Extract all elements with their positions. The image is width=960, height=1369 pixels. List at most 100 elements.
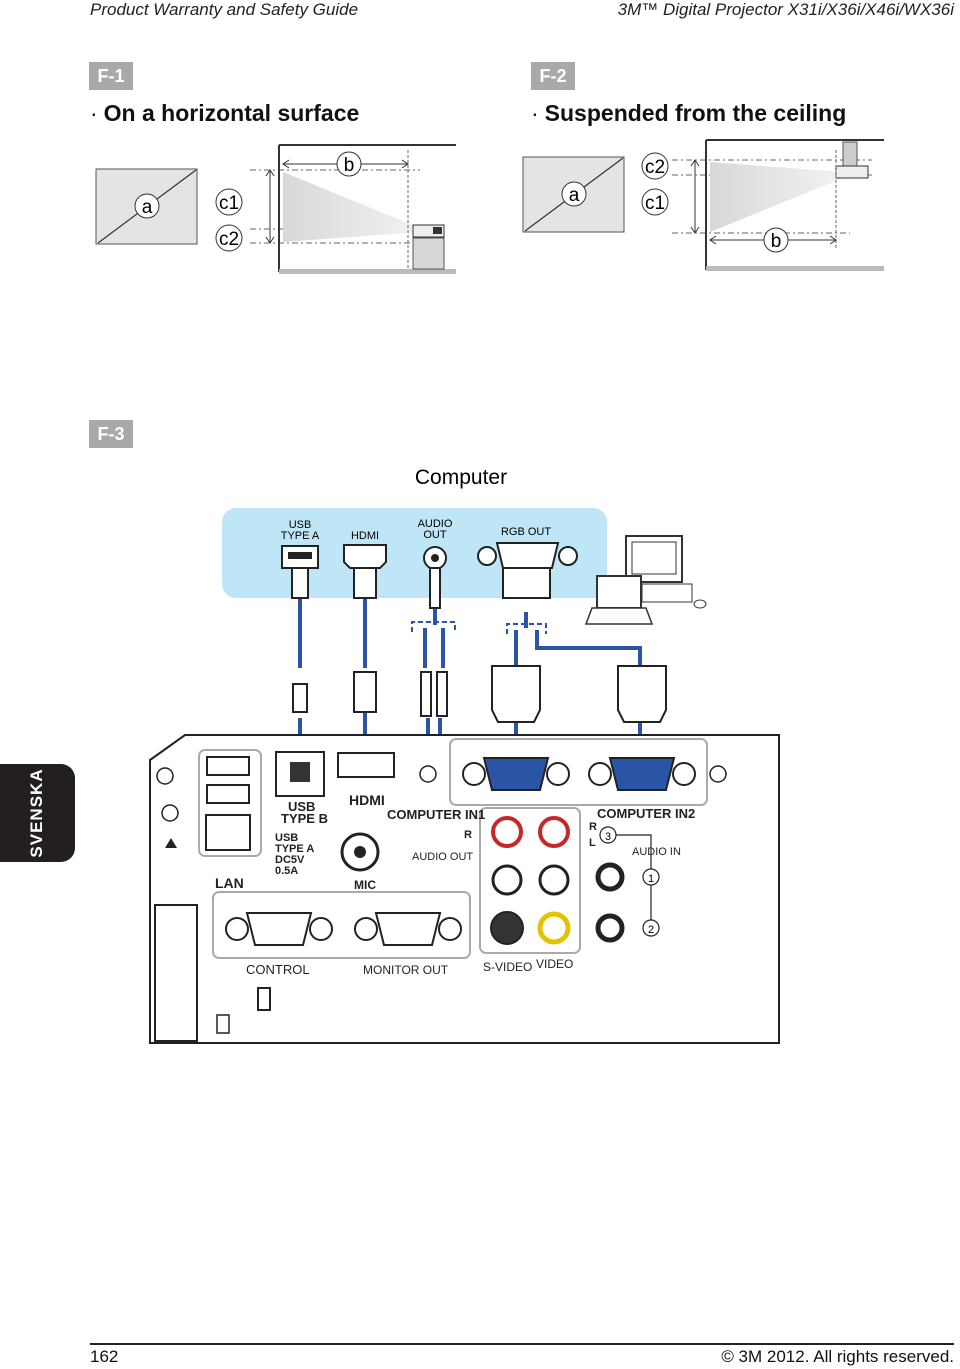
in1-screw-left	[462, 762, 486, 786]
computer-in1-label: COMPUTER IN1	[387, 807, 485, 822]
panel-foot	[154, 904, 198, 1042]
lan-port	[205, 814, 251, 851]
f2-mount	[842, 141, 858, 167]
computer-in2-port	[608, 757, 676, 791]
computer-rgb-port	[495, 542, 560, 569]
rgb-plug-in1	[491, 665, 541, 723]
usb-a-port-2	[206, 784, 250, 804]
audio-plug-right	[436, 671, 448, 717]
in3-label: 3	[605, 831, 611, 843]
audio-out-r-jack	[491, 816, 523, 848]
computer-audio-label-2: OUT	[423, 529, 447, 541]
f2-label-a: a	[569, 185, 580, 206]
r-label-2: R	[589, 821, 597, 833]
screw-icon-3	[419, 765, 437, 783]
control-screw-left	[225, 917, 249, 941]
screw-icon-1	[156, 767, 174, 785]
computer-in-group	[449, 738, 708, 806]
f1-projector-lens	[433, 227, 442, 234]
dc5v-label: DC5V	[275, 854, 305, 866]
l-label: L	[589, 837, 596, 849]
monitor-out-label: MONITOR OUT	[363, 963, 449, 977]
language-tab-label: SVENSKA	[27, 768, 46, 858]
warning-triangle-icon	[165, 838, 177, 848]
audio-in1-jack	[595, 862, 625, 892]
r-label-1: R	[464, 829, 472, 841]
page-number: 162	[90, 1347, 119, 1366]
in2-label: 2	[648, 924, 654, 936]
computer-title: Computer	[415, 466, 507, 489]
hdmi-label: HDMI	[349, 792, 385, 808]
cable-connectors	[291, 567, 667, 723]
audio-in-numbers	[599, 826, 660, 937]
control-monitor-group	[212, 891, 471, 959]
f1-table	[412, 237, 445, 270]
f1-label-c2: c2	[219, 229, 239, 250]
rgb-plug-in2	[617, 665, 667, 723]
usb-a-port-1	[206, 756, 250, 776]
audio-plug-top	[429, 567, 441, 609]
usb-b-label-1: USB	[288, 799, 315, 814]
screw-icon-4	[709, 765, 727, 783]
control-label: CONTROL	[246, 962, 310, 977]
rgb-split	[506, 623, 547, 634]
f2-beam	[710, 162, 843, 232]
computer-in1-port	[482, 757, 550, 791]
screw-icon-2	[161, 804, 179, 822]
in2-screw-right	[672, 762, 696, 786]
f2-title-text: Suspended from the ceiling	[544, 100, 847, 126]
laptop-base	[584, 607, 654, 625]
laptop-screen	[596, 575, 642, 609]
hdmi-port	[337, 752, 395, 778]
av-group	[479, 807, 581, 954]
f2-circle-c1	[641, 188, 669, 216]
f2-label-b: b	[771, 231, 782, 252]
computer-usb-label-1: USB	[289, 519, 312, 531]
usb-a-plug	[291, 567, 309, 599]
usb-b-plug	[292, 683, 308, 713]
desktop-tower	[641, 583, 693, 603]
amp-label: 0.5A	[275, 865, 298, 877]
f1-title-text: On a horizontal surface	[103, 100, 360, 126]
header-product-title: 3M™ Digital Projector X31i/X36i/X46i/WX3…	[617, 0, 954, 19]
usb-b-port-center	[290, 762, 310, 782]
f1-label-c1: c1	[219, 193, 239, 214]
figure-tag-f2: F-2	[531, 62, 575, 90]
f2-circle-c2	[641, 152, 669, 180]
monitor-out-screw-right	[438, 917, 462, 941]
f1-b-arrows	[282, 159, 409, 169]
projector-labels: USB TYPE B HDMI COMPUTER IN1 COMPUTER IN…	[215, 792, 695, 977]
f2-circle-a	[561, 181, 587, 207]
audio-out-l-jack	[491, 864, 523, 896]
audio-split	[411, 621, 456, 632]
security-slot	[257, 987, 271, 1011]
monitor-out-port	[374, 912, 442, 946]
video-jack	[537, 911, 571, 945]
lan-label: LAN	[215, 875, 244, 891]
usb-lan-group	[198, 749, 262, 857]
usb-a-label-1: USB	[275, 832, 298, 844]
computer-rgb-label: RGB OUT	[501, 526, 551, 538]
computer-usb-label-2: TYPE A	[281, 530, 320, 542]
computer-hdmi-port	[343, 544, 387, 569]
f1-circle-c2	[215, 224, 243, 252]
audio-in-r-jack	[538, 816, 570, 848]
figure-tag-f1: F-1	[89, 62, 133, 90]
computer-rgb-screw-left	[477, 546, 497, 566]
f2-diagram: a c2 c1 b	[522, 139, 884, 271]
computer-hdmi-label: HDMI	[351, 530, 379, 542]
f1-circle-b	[336, 151, 362, 177]
hdmi-plug-bottom	[353, 671, 377, 713]
f1-label-a: a	[142, 197, 153, 218]
hdmi-plug-top	[353, 567, 377, 599]
computer-audio-port-hole	[431, 554, 439, 562]
desktop-screen	[631, 541, 677, 575]
figure-tag-f3: F-3	[89, 420, 133, 448]
in2-screw-left	[588, 762, 612, 786]
f1-floor	[279, 269, 456, 274]
header-guide-title: Product Warranty and Safety Guide	[90, 0, 359, 19]
f1-circle-c1	[215, 188, 243, 216]
kensington-lock-icon	[216, 1014, 230, 1034]
f2-label-c1: c1	[645, 193, 665, 214]
